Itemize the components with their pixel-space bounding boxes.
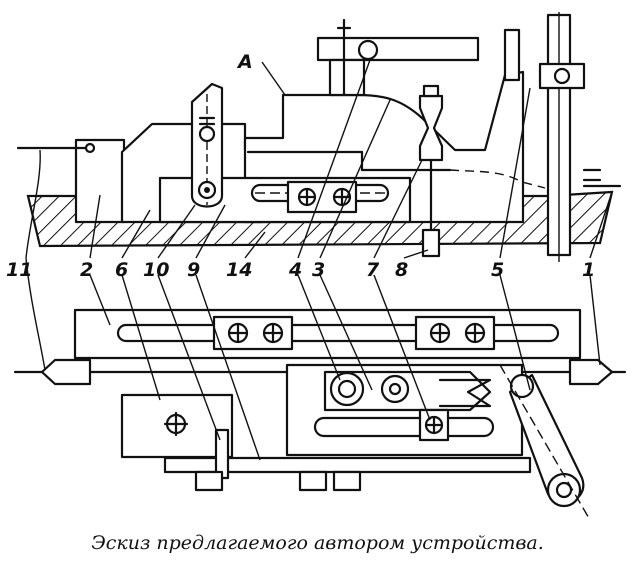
part-5-bracket-screw	[553, 67, 571, 85]
part-10-pivot-dot	[204, 187, 210, 193]
label-2: 2	[80, 259, 93, 281]
part-8-lower-bolt	[421, 228, 441, 258]
part-7-jaw	[438, 378, 492, 408]
part-8-cone-nut	[418, 94, 444, 162]
label-6: 6	[115, 259, 128, 281]
label-5: 5	[491, 259, 504, 281]
part-11-end-left	[40, 358, 92, 386]
label-A: A	[236, 51, 253, 73]
label-1: 1	[582, 259, 595, 281]
label-4: 4	[288, 259, 302, 281]
bolt-lower-3	[332, 470, 362, 492]
part-7-slide	[313, 416, 495, 438]
part-3-pin-hole	[388, 382, 402, 396]
label-3: 3	[312, 259, 325, 281]
part-10-pivot-top	[198, 125, 216, 143]
bolt-lower-2	[298, 470, 328, 492]
part-6-screw-cross	[163, 411, 189, 437]
part-10-hook	[214, 428, 230, 480]
rail-screw-crosses	[227, 322, 486, 344]
part-5-crank-top-pin	[509, 373, 535, 399]
figure-caption: Эскиз предлагаемого автором устройства.	[91, 532, 544, 554]
part-8-cap	[422, 84, 440, 98]
label-14: 14	[226, 259, 252, 281]
label-7: 7	[366, 259, 380, 281]
side-elevation-view	[16, 12, 622, 262]
part-11-wire-end	[84, 142, 96, 154]
part-5-stub	[582, 168, 602, 182]
part-7-screw-cross	[424, 415, 444, 435]
label-9: 9	[187, 259, 200, 281]
part-3-hinge	[357, 39, 379, 61]
label-11: 11	[6, 259, 32, 281]
part-5-crank-bottom-hole	[555, 481, 573, 499]
part-1-end-right	[568, 358, 614, 386]
part-5-column	[503, 28, 521, 82]
bolt-lower-1	[194, 470, 224, 492]
part-10-key	[198, 116, 216, 126]
label-10: 10	[143, 259, 169, 281]
label-8: 8	[395, 259, 408, 281]
part-2-body	[74, 138, 126, 224]
plan-view	[13, 308, 627, 521]
part-3-arm	[316, 36, 480, 62]
leader-lines	[25, 59, 613, 461]
part-labels: A 11 2 6 10 9 14 4 3 7 8 5 1	[6, 51, 595, 281]
part-4-eccentric-inner	[337, 379, 357, 399]
part-2-clamp-right	[414, 315, 496, 351]
